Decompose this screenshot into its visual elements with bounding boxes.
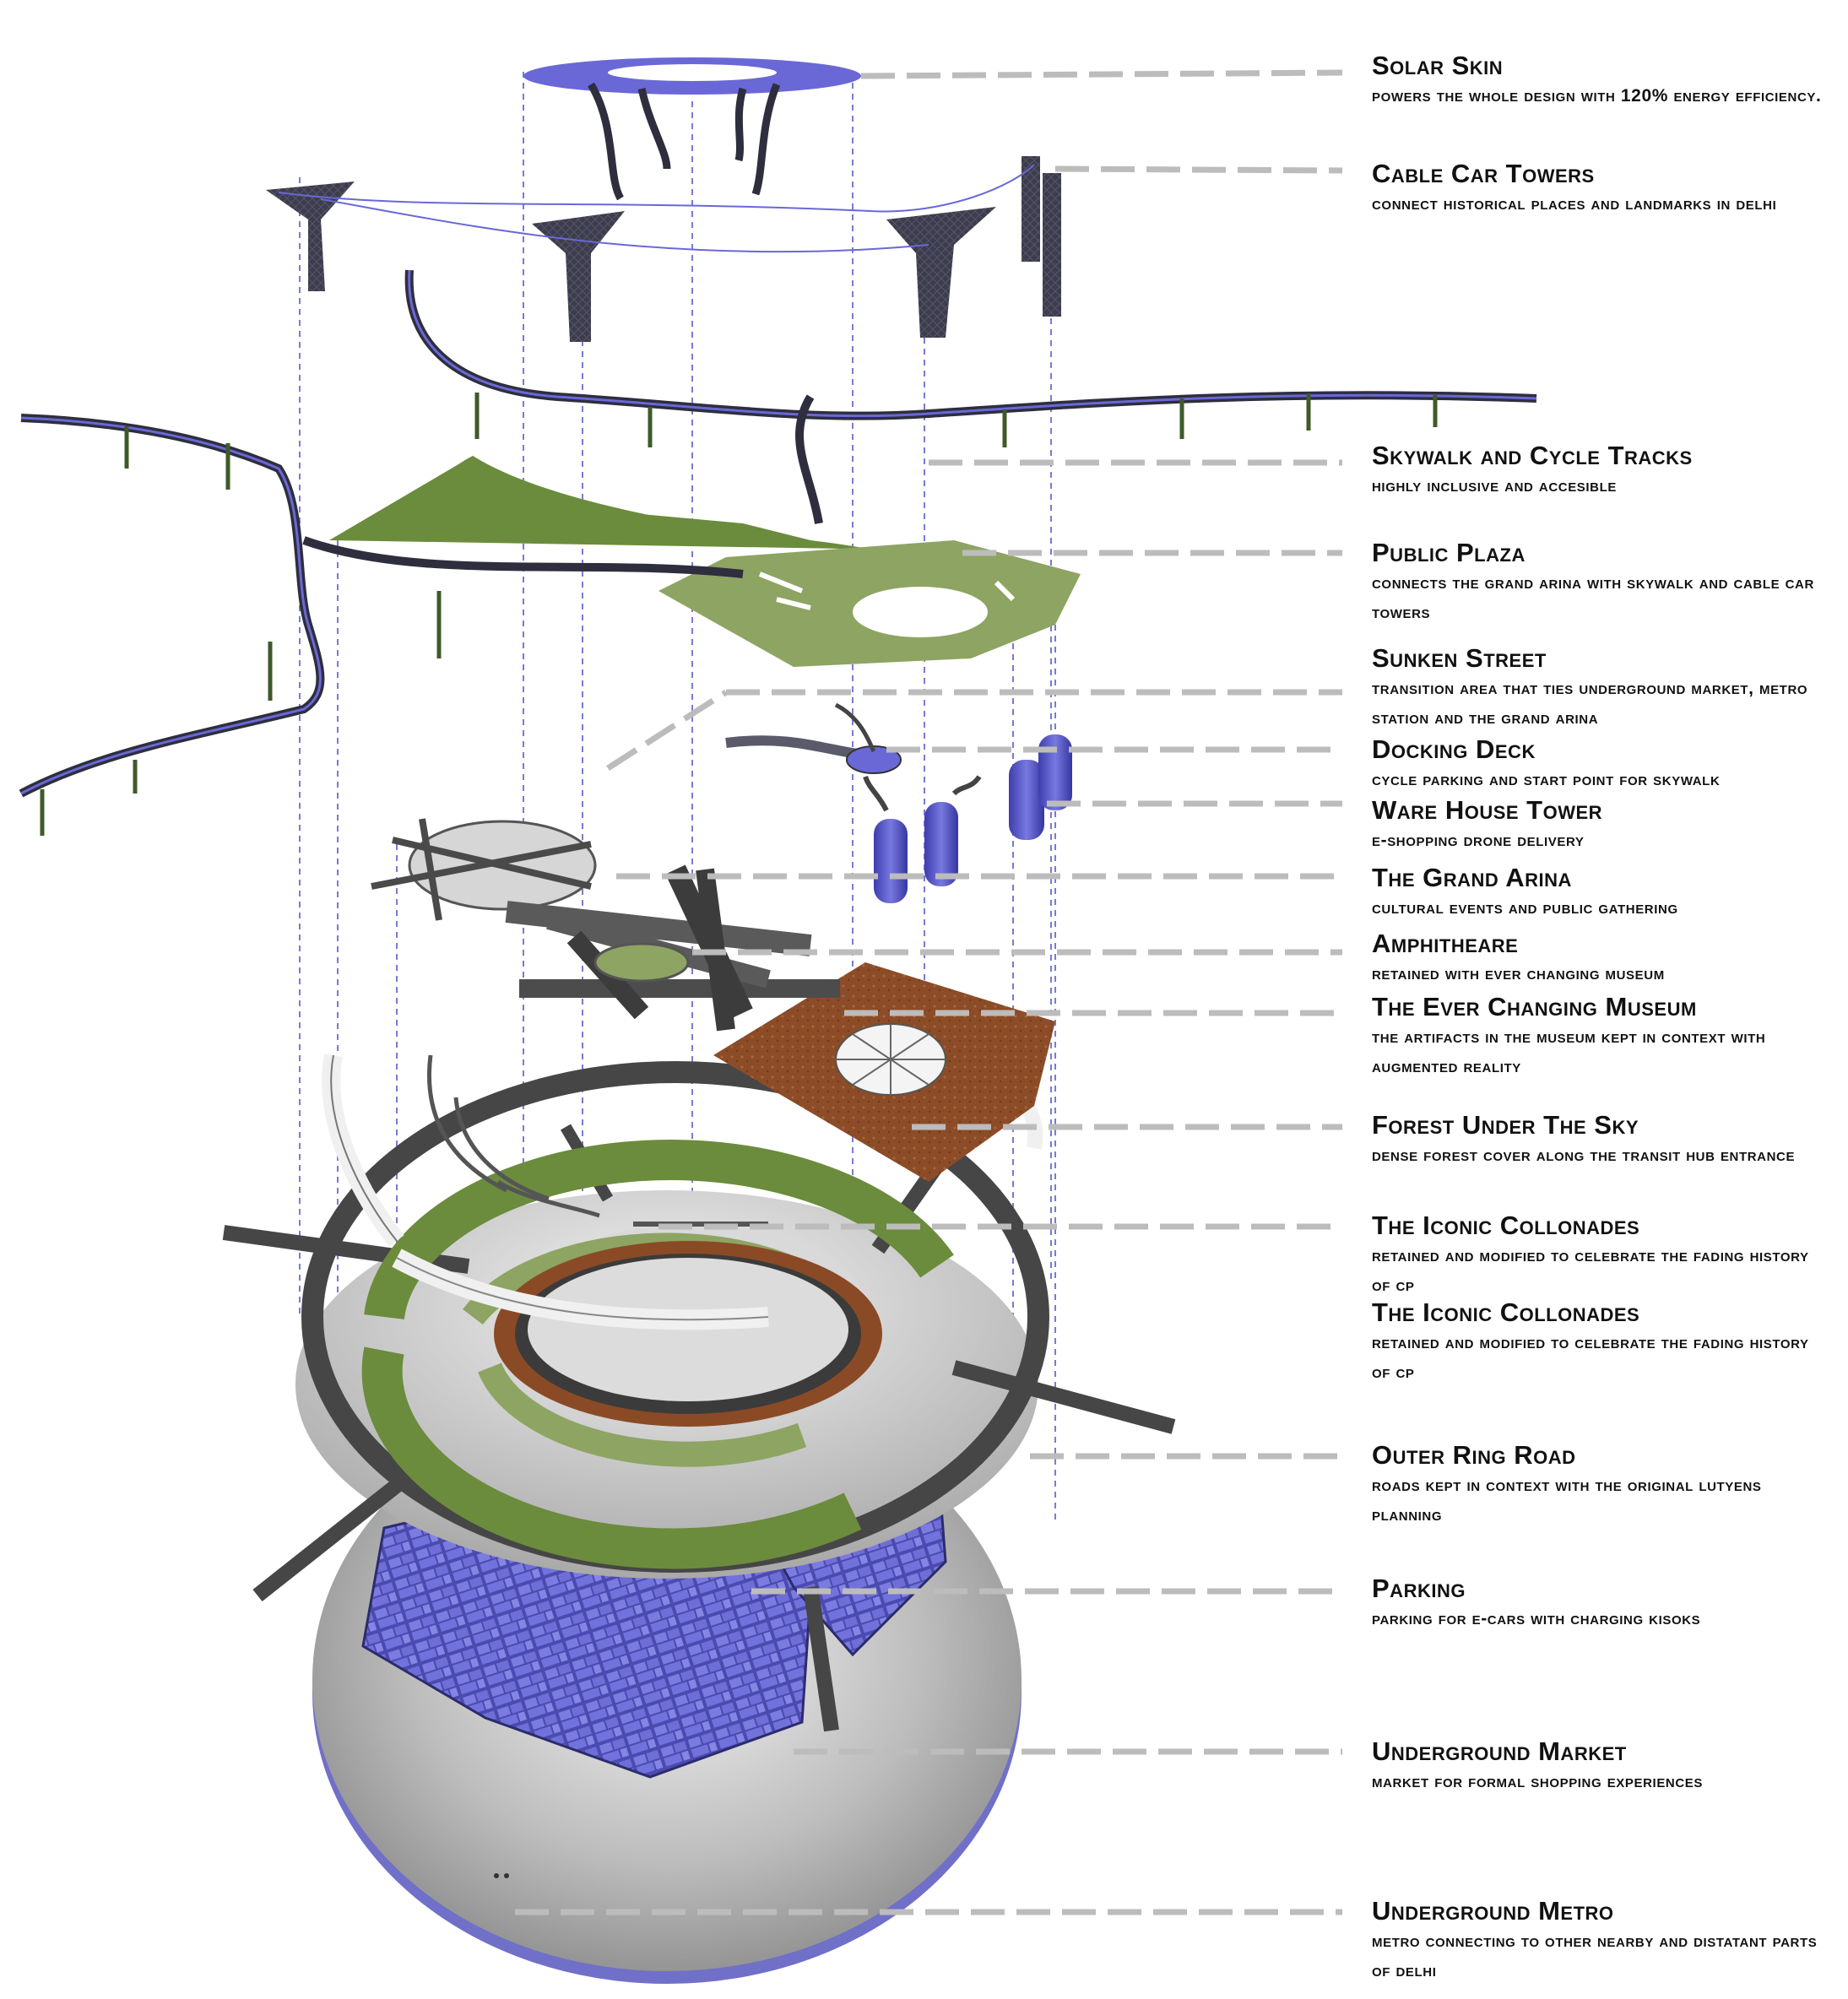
label-amphitheare: Amphitheare retained with ever changing … [1372, 929, 1828, 989]
label-iconic-collonades-2: The Iconic Collonades retained and modif… [1372, 1297, 1828, 1387]
skywalk-and-cycle-tracks [19, 269, 1537, 836]
label-underground-metro: Underground Metro metro connecting to ot… [1372, 1896, 1828, 1985]
label-description: retained and modified to celebrate the f… [1372, 1333, 1809, 1382]
label-title: Skywalk and Cycle Tracks [1372, 441, 1693, 470]
docking-deck [725, 702, 902, 774]
label-sunken-street: Sunken Street transition area that ties … [1372, 643, 1828, 733]
label-title: Public Plaza [1372, 538, 1526, 567]
solar-skin [523, 57, 861, 201]
sunken-street-ring [494, 1241, 882, 1427]
label-description: metro connecting to other nearby and dis… [1372, 1931, 1818, 1980]
label-skywalk: Skywalk and Cycle Tracks highly inclusiv… [1372, 441, 1828, 501]
label-title: Ware House Tower [1372, 795, 1603, 825]
label-description: highly inclusive and accesible [1372, 476, 1617, 496]
label-title: Underground Metro [1372, 1896, 1614, 1926]
grand-arina [371, 818, 840, 1032]
label-title: The Ever Changing Museum [1372, 992, 1697, 1021]
label-description: e-shopping drone delivery [1372, 831, 1585, 850]
label-grand-arina: The Grand Arina cultural events and publ… [1372, 863, 1828, 923]
label-description: cultural events and public gathering [1372, 898, 1678, 918]
label-docking-deck: Docking Deck cycle parking and start poi… [1372, 734, 1828, 794]
label-parking: Parking parking for e-cars with charging… [1372, 1574, 1828, 1633]
cable-car-towers [266, 156, 1061, 342]
label-description: dense forest cover along the transit hub… [1372, 1146, 1796, 1165]
label-title: Amphitheare [1372, 929, 1519, 958]
warehouse-towers [863, 734, 1072, 903]
label-ware-house-tower: Ware House Tower e-shopping drone delive… [1372, 795, 1828, 855]
label-ever-changing-museum: The Ever Changing Museum the artifacts i… [1372, 992, 1828, 1081]
label-description: retained with ever changing museum [1372, 964, 1665, 983]
label-title: Forest Under The Sky [1372, 1110, 1639, 1140]
label-cable-car-towers: Cable Car Towers connect historical plac… [1372, 159, 1828, 219]
label-title: Cable Car Towers [1372, 159, 1595, 188]
label-description: connects the grand arina with skywalk an… [1372, 573, 1814, 622]
label-forest-under-the-sky: Forest Under The Sky dense forest cover … [1372, 1110, 1828, 1170]
label-description: parking for e-cars with charging kisoks [1372, 1609, 1701, 1628]
label-title: The Grand Arina [1372, 863, 1572, 892]
label-description: cycle parking and start point for skywal… [1372, 770, 1721, 789]
label-description: the artifacts in the museum kept in cont… [1372, 1027, 1766, 1076]
leader-lines [515, 69, 1343, 1915]
label-title: Sunken Street [1372, 643, 1547, 673]
label-solar-skin: Solar Skin powers the whole design with … [1372, 51, 1828, 111]
public-plaza [329, 456, 1081, 667]
label-title: Solar Skin [1372, 51, 1504, 80]
label-description: transition area that ties underground ma… [1372, 679, 1808, 728]
label-title: Outer Ring Road [1372, 1440, 1576, 1470]
label-title: The Iconic Collonades [1372, 1297, 1640, 1327]
label-outer-ring-road: Outer Ring Road roads kept in context wi… [1372, 1440, 1828, 1530]
label-title: Parking [1372, 1574, 1466, 1603]
label-public-plaza: Public Plaza connects the grand arina wi… [1372, 538, 1828, 627]
label-title: Underground Market [1372, 1736, 1627, 1766]
label-iconic-collonades-1: The Iconic Collonades retained and modif… [1372, 1211, 1828, 1300]
label-title: Docking Deck [1372, 734, 1536, 764]
label-description: connect historical places and landmarks … [1372, 194, 1777, 214]
label-underground-market: Underground Market market for formal sho… [1372, 1736, 1828, 1796]
forest-under-the-sky [361, 1140, 954, 1569]
label-description: powers the whole design with 120% energy… [1372, 86, 1822, 106]
label-title: The Iconic Collonades [1372, 1211, 1640, 1240]
label-description: market for formal shopping experiences [1372, 1772, 1703, 1791]
label-description: roads kept in context with the original … [1372, 1476, 1762, 1525]
label-description: retained and modified to celebrate the f… [1372, 1246, 1809, 1295]
